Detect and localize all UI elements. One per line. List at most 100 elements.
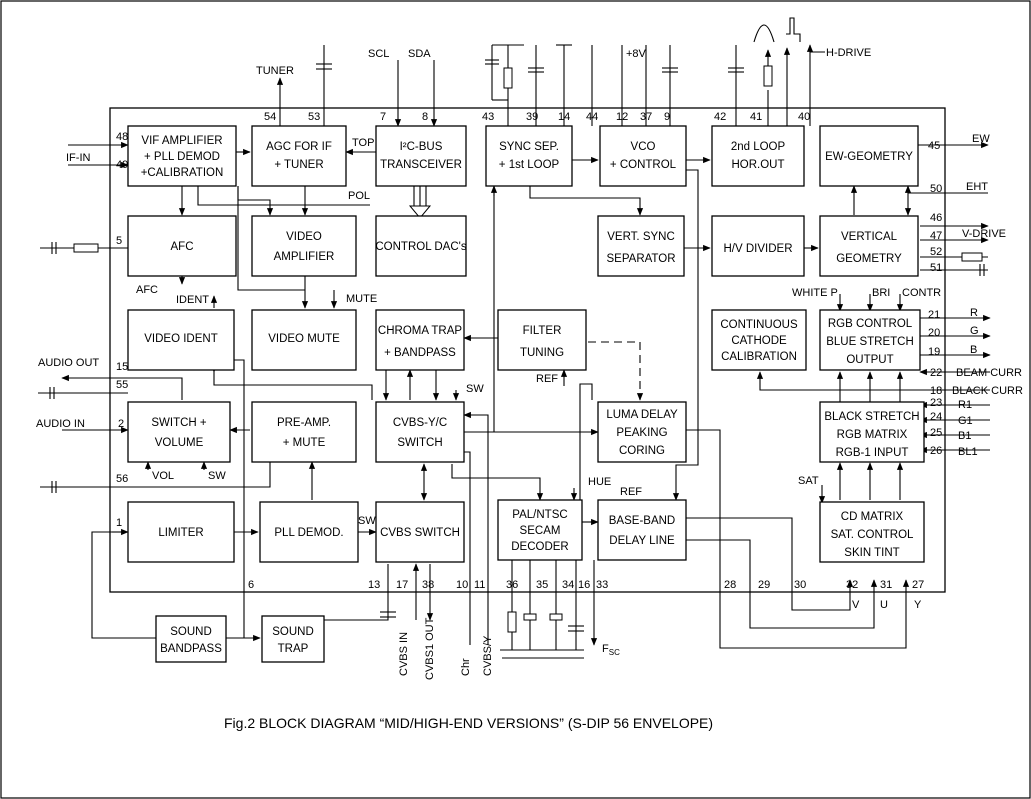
signal-ref-baseband: REF (620, 486, 642, 498)
block-filter-tuning-line2: TUNING (520, 347, 564, 359)
block-pal-ntsc-decoder-line1: PAL/NTSC (512, 509, 567, 521)
block-black-stretch: BLACK STRETCH RGB MATRIX RGB-1 INPUT (819, 401, 925, 463)
signal-plus-8v: +8V (626, 48, 647, 60)
signal-top: TOP (352, 137, 374, 149)
block-sound-bandpass-line2: BANDPASS (160, 643, 222, 655)
block-afc-line1: AFC (171, 241, 194, 253)
block-sound-bandpass-line1: SOUND (170, 626, 212, 638)
signal-beam-curr: BEAM CURR (956, 367, 1022, 379)
block-cvbs-yc-switch: CVBS-Y/C SWITCH (375, 401, 465, 463)
block-sound-trap-line1: SOUND (272, 626, 314, 638)
signal-bl1: BL1 (958, 446, 978, 458)
block-sound-trap: SOUND TRAP (261, 615, 325, 663)
block-vert-sync: VERT. SYNC SEPARATOR (597, 215, 685, 277)
block-video-mute-line1: VIDEO MUTE (268, 333, 340, 345)
block-chroma-trap-line2: + BANDPASS (384, 347, 456, 359)
pin-49: 49 (116, 159, 128, 171)
block-ew-geometry: EW-GEOMETRY (819, 125, 919, 187)
block-continuous-cathode-line3: CALIBRATION (721, 351, 797, 363)
block-switch-volume-line1: SWITCH + (151, 417, 207, 429)
block-filter-tuning-line1: FILTER (523, 325, 562, 337)
block-sync-line1: SYNC SEP. (499, 141, 559, 153)
signal-black-curr: BLACK CURR (952, 385, 1023, 397)
block-i2c-line2: TRANSCEIVER (380, 159, 462, 171)
signal-afc: AFC (136, 284, 158, 296)
block-limiter-line1: LIMITER (158, 527, 203, 539)
signal-vol: VOL (152, 470, 174, 482)
signal-h-drive: H-DRIVE (826, 47, 871, 59)
block-black-stretch-line1: BLACK STRETCH (824, 411, 919, 423)
pin-1: 1 (116, 517, 122, 529)
pin-23: 23 (930, 397, 942, 409)
pin-13: 13 (368, 579, 380, 591)
block-pre-amp-line1: PRE-AMP. (277, 417, 331, 429)
pin-12: 12 (616, 111, 628, 123)
pin-46: 46 (930, 212, 942, 224)
block-switch-volume: SWITCH + VOLUME (127, 401, 231, 463)
pin-36: 36 (506, 579, 518, 591)
pin-6: 6 (248, 579, 254, 591)
signal-sat: SAT (798, 475, 819, 487)
block-video-mute: VIDEO MUTE (251, 309, 357, 371)
block-black-stretch-line3: RGB-1 INPUT (836, 447, 909, 459)
signal-r: R (970, 307, 978, 319)
block-continuous-cathode: CONTINUOUS CATHODE CALIBRATION (711, 309, 807, 371)
pin-10: 10 (456, 579, 468, 591)
pin-28: 28 (724, 579, 736, 591)
pin-18: 18 (930, 385, 942, 397)
pin-37: 37 (640, 111, 652, 123)
pin-45: 45 (928, 140, 940, 152)
signal-v-drive: V-DRIVE (962, 228, 1006, 240)
signal-sw-cvbs-switch: SW (358, 515, 376, 527)
pin-16: 16 (578, 579, 590, 591)
block-limiter: LIMITER (127, 501, 235, 563)
signal-hue: HUE (588, 476, 611, 488)
block-base-band-delay-line1: BASE-BAND (609, 515, 675, 527)
block-vertical-geometry-line2: GEOMETRY (836, 253, 902, 265)
pin-43: 43 (482, 111, 494, 123)
signal-scl: SCL (368, 48, 389, 60)
signal-sda: SDA (408, 48, 431, 60)
block-2nd-loop-line1: 2nd LOOP (731, 141, 786, 153)
signal-g: G (970, 325, 979, 337)
block-pal-ntsc-decoder-line3: DECODER (511, 541, 569, 553)
pin-44: 44 (586, 111, 598, 123)
signal-u-out: U (880, 599, 888, 611)
ic-outline (109, 107, 946, 593)
block-rgb-control: RGB CONTROL BLUE STRETCH OUTPUT (819, 309, 921, 371)
block-agc-line1: AGC FOR IF (266, 141, 332, 153)
pin-47: 47 (930, 230, 942, 242)
block-continuous-cathode-line2: CATHODE (731, 335, 787, 347)
block-cd-matrix-line2: SAT. CONTROL (831, 529, 914, 541)
pin-24: 24 (930, 411, 942, 423)
block-cvbs-yc-switch-line1: CVBS-Y/C (393, 417, 447, 429)
block-video-ident-line1: VIDEO IDENT (144, 333, 217, 345)
block-vco-line1: VCO (631, 141, 656, 153)
block-pre-amp: PRE-AMP. + MUTE (251, 401, 357, 463)
pin-40: 40 (798, 111, 810, 123)
figure-caption: Fig.2 BLOCK DIAGRAM “MID/HIGH-END VERSIO… (224, 715, 713, 731)
pin-26: 26 (930, 445, 942, 457)
block-pre-amp-line2: + MUTE (283, 437, 326, 449)
signal-if-in: IF-IN (66, 152, 90, 164)
block-sound-trap-line2: TRAP (278, 643, 309, 655)
block-video-amplifier: VIDEO AMPLIFIER (251, 215, 357, 277)
pin-56: 56 (116, 473, 128, 485)
block-vco: VCO + CONTROL (599, 125, 687, 187)
pin-48: 48 (116, 131, 128, 143)
pin-30: 30 (794, 579, 806, 591)
pin-2: 2 (118, 418, 124, 430)
pin-22: 22 (930, 367, 942, 379)
block-continuous-cathode-line1: CONTINUOUS (720, 319, 798, 331)
block-black-stretch-line2: RGB MATRIX (837, 429, 908, 441)
block-cd-matrix-line1: CD MATRIX (841, 511, 904, 523)
pin-34: 34 (562, 579, 574, 591)
signal-ident: IDENT (176, 294, 209, 306)
block-video-ident: VIDEO IDENT (127, 309, 235, 371)
block-chroma-trap: CHROMA TRAP + BANDPASS (375, 309, 465, 371)
signal-y-out: Y (914, 599, 922, 611)
signal-ew: EW (972, 133, 990, 145)
block-cvbs-switch-line1: CVBS SWITCH (380, 527, 460, 539)
